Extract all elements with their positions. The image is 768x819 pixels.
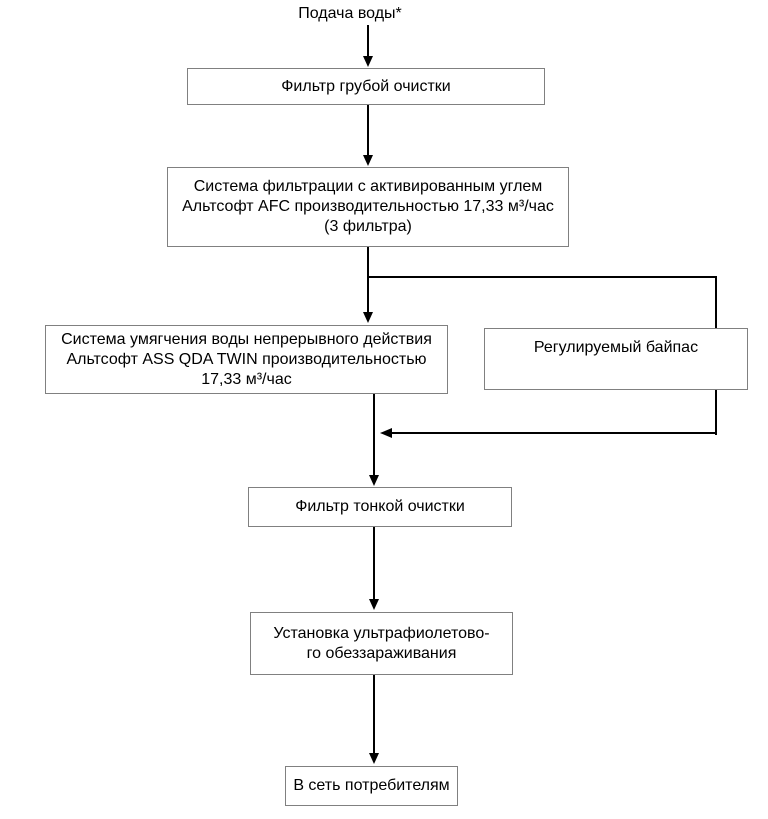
node-uv-disinfection-unit: Установка ультрафиолетово- го обеззаражи… [250, 612, 513, 675]
arrow-softening-to-fine-line [373, 394, 375, 476]
bypass-line-top [368, 276, 717, 278]
arrow-down-icon [369, 475, 379, 486]
bypass-line-bottom [392, 432, 717, 434]
node-softening-system: Система умягчения воды непрерывного дейс… [45, 325, 448, 394]
node-output-to-consumers: В сеть потребителям [285, 766, 458, 806]
arrow-down-icon [369, 599, 379, 610]
node-coarse-filter: Фильтр грубой очистки [187, 68, 545, 105]
arrow-down-icon [363, 312, 373, 323]
arrow-coarse-to-carbon-line [367, 105, 369, 156]
arrow-left-icon [380, 428, 392, 438]
node-carbon-filtration-system: Система фильтрации с активированным угле… [167, 167, 569, 247]
arrow-down-icon [363, 155, 373, 166]
water-supply-label: Подача воды* [298, 5, 402, 22]
arrow-uv-to-output-line [373, 675, 375, 754]
arrow-fine-to-uv-line [373, 527, 375, 600]
arrow-supply-to-coarse-line [367, 25, 369, 57]
arrow-down-icon [369, 753, 379, 764]
arrow-carbon-to-softening-line [367, 247, 369, 313]
node-adjustable-bypass: Регулируемый байпас [484, 328, 748, 390]
arrow-down-icon [363, 56, 373, 67]
node-fine-filter: Фильтр тонкой очистки [248, 487, 512, 527]
